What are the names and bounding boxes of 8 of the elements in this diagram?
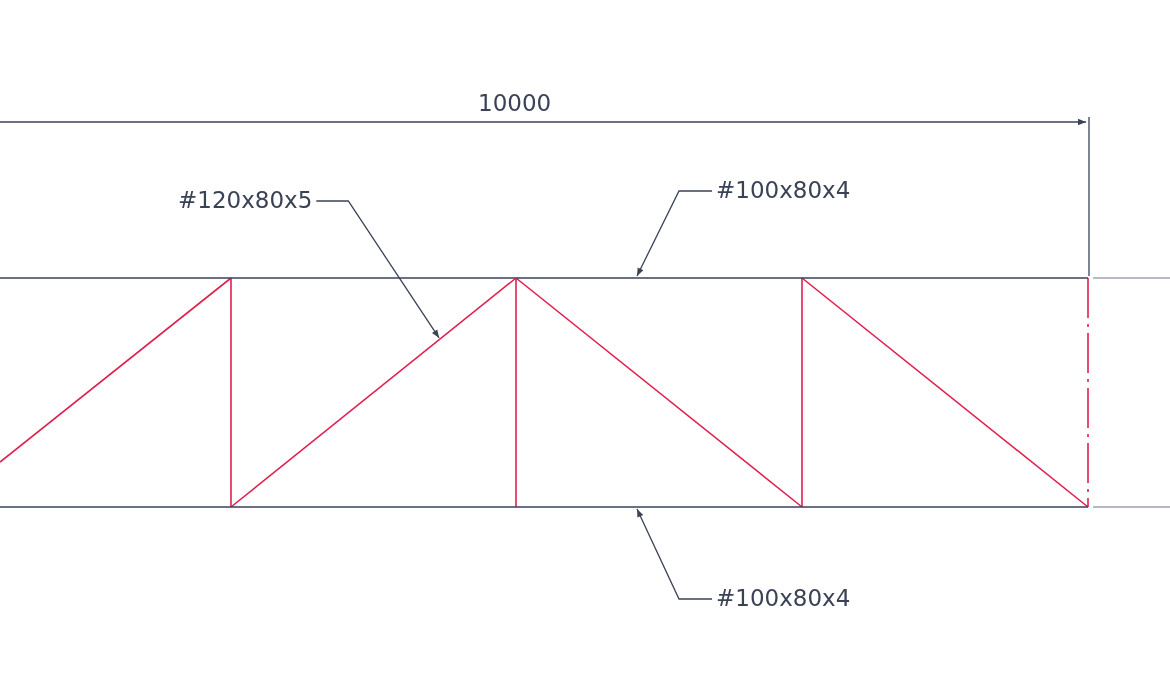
section-label: #120x80x5 — [178, 186, 313, 214]
section-label: #100x80x4 — [716, 584, 851, 612]
leader-line — [315, 200, 440, 339]
dimension-text: 10000 — [478, 89, 552, 117]
leader-line — [636, 190, 713, 277]
diagonal-member — [230, 277, 517, 508]
leader-line — [636, 508, 713, 600]
section-label: #100x80x4 — [716, 176, 851, 204]
